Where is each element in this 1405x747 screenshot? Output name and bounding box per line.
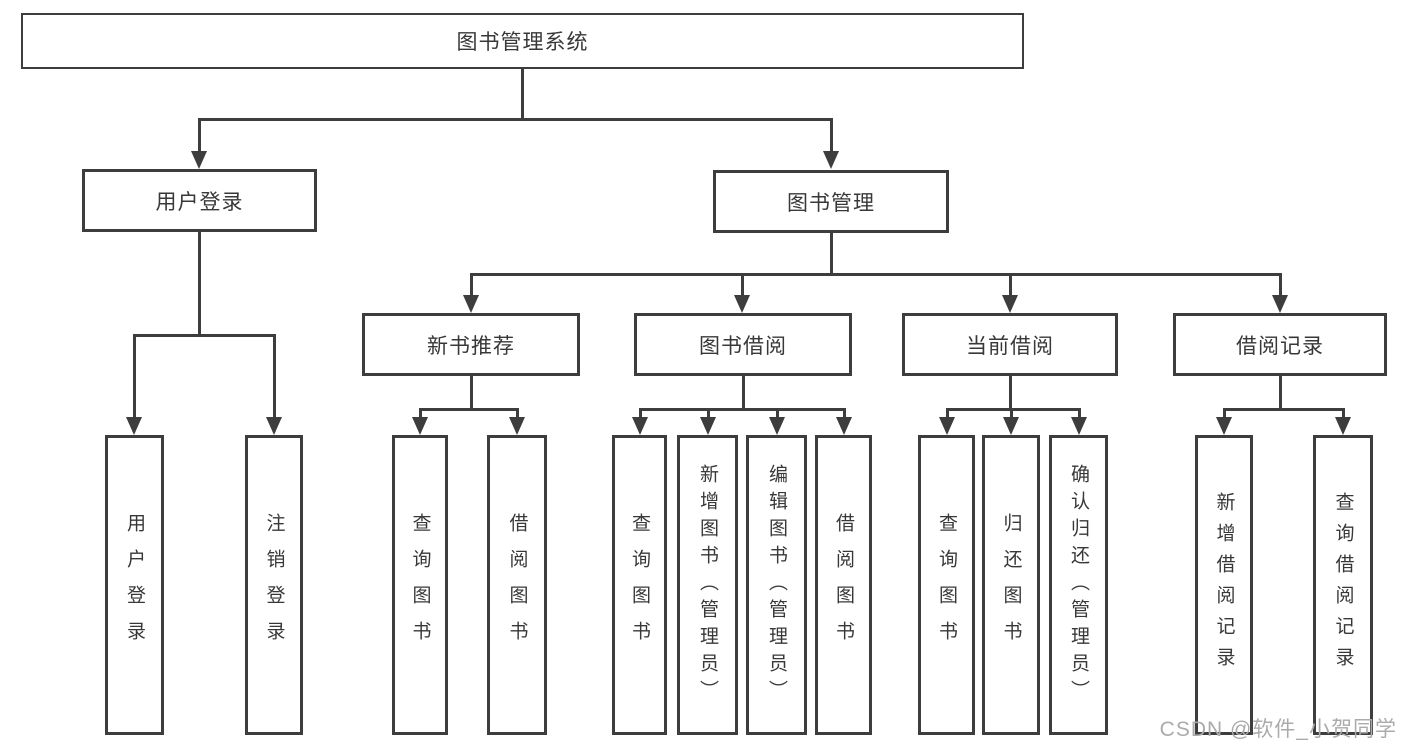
arrowhead: [126, 417, 142, 435]
node-user-login: 用户登录: [82, 169, 317, 232]
connector-line: [1009, 376, 1012, 408]
leaf-borrow-books-2: 借阅图书: [815, 435, 872, 735]
csdn-watermark: CSDN @软件_小贺同学: [1159, 718, 1397, 741]
arrowhead: [463, 295, 479, 313]
node-book-borrow: 图书借阅: [634, 313, 852, 376]
leaf-query-books-1: 查询图书: [392, 435, 448, 735]
leaf-add-borrow-record-label: 新增借阅记录: [1213, 492, 1235, 678]
connector-line: [470, 273, 1281, 276]
connector-line: [707, 408, 710, 419]
leaf-query-books-1-label: 查询图书: [409, 513, 431, 657]
connector-line: [1279, 376, 1282, 408]
connector-line: [470, 273, 473, 297]
connector-line: [198, 118, 832, 121]
arrowhead: [1071, 417, 1087, 435]
connector-line: [1009, 273, 1012, 297]
leaf-query-borrow-record: 查询借阅记录: [1313, 435, 1373, 735]
node-borrow-records: 借阅记录: [1173, 313, 1387, 376]
connector-line: [521, 69, 524, 118]
arrowhead: [266, 417, 282, 435]
leaf-user-login: 用户登录: [105, 435, 164, 735]
connector-line: [830, 233, 833, 273]
connector-line: [1223, 408, 1226, 419]
node-root-label: 图书管理系统: [456, 31, 589, 54]
arrowhead: [1272, 295, 1288, 313]
connector-line: [419, 408, 518, 411]
arrowhead: [191, 151, 207, 169]
connector-line: [776, 408, 779, 419]
leaf-add-books-admin-label: 新增图书（管理员）: [697, 463, 718, 707]
leaf-add-borrow-record: 新增借阅记录: [1195, 435, 1253, 735]
node-new-book-recommend: 新书推荐: [362, 313, 580, 376]
connector-line: [742, 376, 745, 408]
node-borrow-records-label: 借阅记录: [1236, 334, 1324, 358]
leaf-logout: 注销登录: [245, 435, 303, 735]
connector-line: [830, 118, 833, 152]
connector-line: [1342, 408, 1345, 419]
node-book-management-label: 图书管理: [787, 191, 875, 215]
arrowhead: [769, 417, 785, 435]
arrowhead: [700, 417, 716, 435]
connector-line: [133, 334, 275, 337]
node-new-book-recommend-label: 新书推荐: [427, 334, 515, 358]
connector-line: [273, 334, 276, 419]
leaf-edit-books-admin-label: 编辑图书（管理员）: [766, 463, 787, 707]
arrowhead: [1002, 295, 1018, 313]
leaf-query-borrow-record-label: 查询借阅记录: [1332, 492, 1354, 678]
arrowhead: [734, 295, 750, 313]
arrowhead: [939, 417, 955, 435]
leaf-borrow-books-2-label: 借阅图书: [833, 513, 854, 657]
leaf-query-books-2-label: 查询图书: [629, 513, 650, 657]
leaf-user-login-label: 用户登录: [124, 513, 145, 657]
leaf-query-books-3-label: 查询图书: [936, 513, 957, 657]
node-current-borrow: 当前借阅: [902, 313, 1118, 376]
leaf-query-books-2: 查询图书: [612, 435, 667, 735]
arrowhead: [823, 151, 839, 169]
arrowhead: [412, 417, 428, 435]
connector-line: [1279, 273, 1282, 297]
leaf-edit-books-admin: 编辑图书（管理员）: [746, 435, 807, 735]
connector-line: [516, 408, 519, 419]
leaf-query-books-3: 查询图书: [918, 435, 975, 735]
node-book-management: 图书管理: [713, 170, 949, 233]
leaf-logout-label: 注销登录: [263, 513, 285, 657]
connector-line: [946, 408, 1080, 411]
connector-line: [1223, 408, 1344, 411]
leaf-add-books-admin: 新增图书（管理员）: [677, 435, 738, 735]
leaf-borrow-books-1-label: 借阅图书: [506, 513, 528, 657]
connector-line: [843, 408, 846, 419]
leaf-confirm-return-admin: 确认归还（管理员）: [1049, 435, 1108, 735]
arrowhead: [1335, 417, 1351, 435]
connector-line: [1010, 408, 1013, 419]
leaf-borrow-books-1: 借阅图书: [487, 435, 547, 735]
arrowhead: [1216, 417, 1232, 435]
leaf-return-books-label: 归还图书: [1000, 513, 1022, 657]
arrowhead: [509, 417, 525, 435]
node-user-login-label: 用户登录: [155, 190, 244, 214]
connector-line: [198, 231, 201, 334]
connector-line: [639, 408, 642, 419]
connector-line: [639, 408, 845, 411]
arrowhead: [1003, 417, 1019, 435]
node-book-borrow-label: 图书借阅: [699, 334, 787, 358]
arrowhead: [836, 417, 852, 435]
connector-line: [198, 118, 201, 152]
connector-line: [133, 334, 136, 419]
leaf-confirm-return-admin-label: 确认归还（管理员）: [1068, 463, 1089, 707]
arrowhead: [632, 417, 648, 435]
node-root: 图书管理系统: [21, 13, 1024, 69]
leaf-return-books: 归还图书: [982, 435, 1040, 735]
node-current-borrow-label: 当前借阅: [966, 334, 1054, 358]
connector-line: [470, 376, 473, 408]
connector-line: [946, 408, 949, 419]
connector-line: [1078, 408, 1081, 419]
connector-line: [419, 408, 422, 419]
connector-line: [741, 273, 744, 297]
